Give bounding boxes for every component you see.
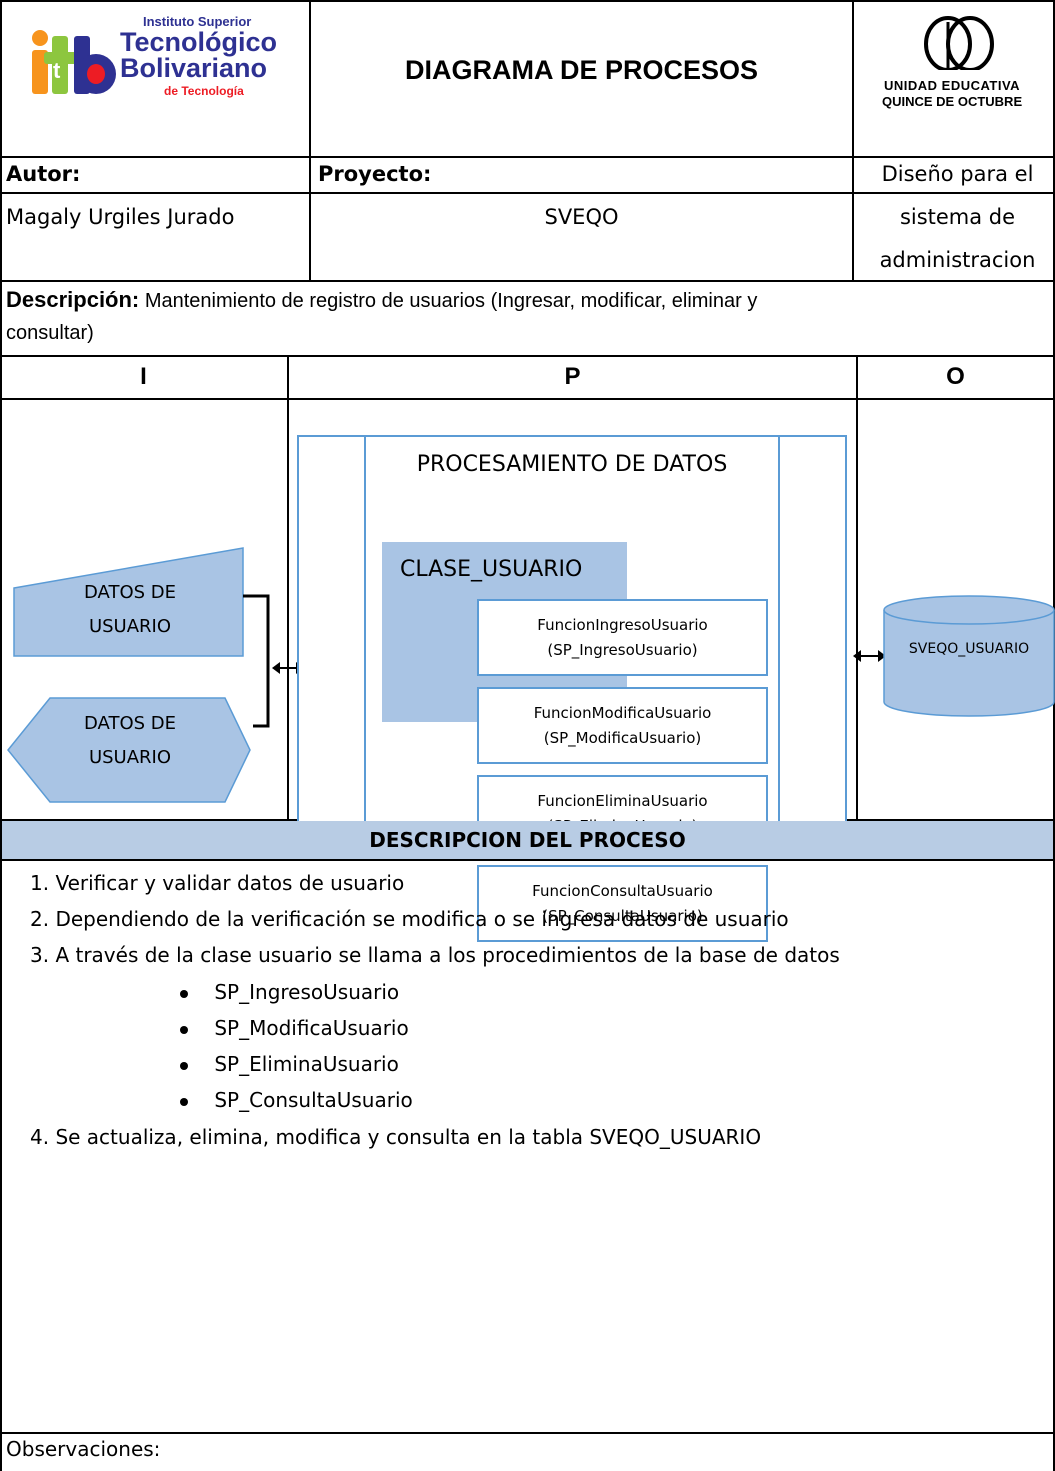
logo-line2: Tecnológico [120, 27, 278, 57]
project-value: SVEQO [544, 205, 619, 229]
arrow-head-out-right [878, 650, 886, 662]
step-1: 1. Verificar y validar datos de usuario [30, 871, 405, 895]
bullet-icon [180, 989, 188, 998]
function-sp: (SP_ConsultaUsuario) [542, 906, 703, 925]
itb-logo: t Instituto Superior Tecnológico Bolivar… [30, 14, 277, 114]
bracket-connector [243, 594, 270, 728]
input-shapes [7, 547, 300, 803]
project-label: Proyecto: [318, 162, 432, 186]
logo-line3: Bolivariano [120, 53, 268, 83]
database-top [883, 595, 1055, 625]
process-inner [364, 436, 780, 834]
page-title: DIAGRAMA DE PROCESOS [404, 54, 759, 85]
unidad-logo: UNIDAD EDUCATIVA QUINCE DE OCTUBRE [858, 14, 1055, 124]
input-bottom-line1: DATOS DE [83, 713, 176, 734]
function-box-ingreso: FuncionIngresoUsuario (SP_IngresoUsuario… [477, 599, 768, 676]
function-name: FuncionModificaUsuario [533, 703, 712, 722]
ipo-p: P [564, 363, 581, 390]
input-top-line2: USUARIO [88, 616, 172, 637]
arrow-head-out-left [853, 650, 861, 662]
description-line2: consultar) [6, 322, 94, 344]
bullet-text: SP_ConsultaUsuario [214, 1088, 413, 1112]
design-line3: administracion [879, 248, 1036, 272]
bullet-text: SP_EliminaUsuario [214, 1052, 399, 1076]
class-box-stem [382, 600, 478, 722]
database-body [883, 610, 1055, 717]
class-title: CLASE_USUARIO [400, 557, 583, 582]
description-line1: Descripción: Mantenimiento de registro d… [6, 287, 757, 313]
input-bottom-line2: USUARIO [88, 747, 172, 768]
process-description-header: DESCRIPCION DEL PROCESO [2, 821, 1053, 859]
bullet-item: SP_ConsultaUsuario [180, 1088, 413, 1112]
step-3: 3. A través de la clase usuario se llama… [30, 943, 840, 967]
function-sp: (SP_ModificaUsuario) [543, 728, 702, 747]
observations-label: Observaciones: [6, 1437, 161, 1461]
input-top-line1: DATOS DE [83, 582, 176, 603]
arrow-head-left [272, 662, 280, 674]
bullet-item: SP_EliminaUsuario [180, 1052, 399, 1076]
author-label: Autor: [6, 162, 81, 186]
design-line2: sistema de [899, 205, 1016, 229]
function-box-modifica: FuncionModificaUsuario (SP_ModificaUsuar… [477, 687, 768, 764]
input-bottom-text: DATOS DE USUARIO [20, 707, 240, 775]
function-box-consulta: FuncionConsultaUsuario (SP_ConsultaUsuar… [477, 865, 768, 942]
ipo-o: O [946, 363, 965, 390]
bullet-icon [180, 1061, 188, 1070]
function-name: FuncionConsultaUsuario [532, 881, 713, 900]
process-description-title: DESCRIPCION DEL PROCESO [369, 828, 686, 852]
description-text: Mantenimiento de registro de usuarios (I… [139, 290, 758, 312]
author-value: Magaly Urgiles Jurado [6, 205, 235, 229]
logo-line4: de Tecnología [164, 84, 244, 98]
description-label: Descripción: [6, 287, 140, 312]
bullet-item: SP_IngresoUsuario [180, 980, 399, 1004]
function-name: FuncionEliminaUsuario [537, 791, 708, 810]
manual-input-shape [13, 547, 244, 657]
itb-logo-icon: t [32, 30, 116, 94]
output-shapes [853, 595, 1055, 717]
logo-line1: Instituto Superior [143, 14, 252, 29]
step-2: 2. Dependiendo de la verificación se mod… [30, 907, 789, 931]
bullet-item: SP_ModificaUsuario [180, 1016, 409, 1040]
unidad-logo-icon [924, 16, 994, 70]
function-sp: (SP_IngresoUsuario) [547, 640, 698, 659]
database-label: SVEQO_USUARIO [908, 641, 1030, 657]
process-title: PROCESAMIENTO DE DATOS [416, 452, 728, 477]
bullet-text: SP_IngresoUsuario [214, 980, 400, 1004]
step-4: 4. Se actualiza, elimina, modifica y con… [30, 1125, 762, 1149]
svg-text:t: t [53, 58, 61, 83]
function-name: FuncionIngresoUsuario [537, 615, 708, 634]
design-line1: Diseño para el [881, 162, 1034, 186]
bullet-icon [180, 1097, 188, 1106]
bullet-text: SP_ModificaUsuario [214, 1016, 409, 1040]
display-shape [7, 697, 251, 803]
ipo-i: I [140, 363, 147, 390]
unidad-line1: UNIDAD EDUCATIVA [884, 78, 1021, 93]
process-steps: 1. Verificar y validar datos de usuario … [30, 863, 1050, 1433]
bullet-icon [180, 1025, 188, 1034]
unidad-line2: QUINCE DE OCTUBRE [882, 94, 1023, 109]
input-top-text: DATOS DE USUARIO [20, 576, 240, 644]
